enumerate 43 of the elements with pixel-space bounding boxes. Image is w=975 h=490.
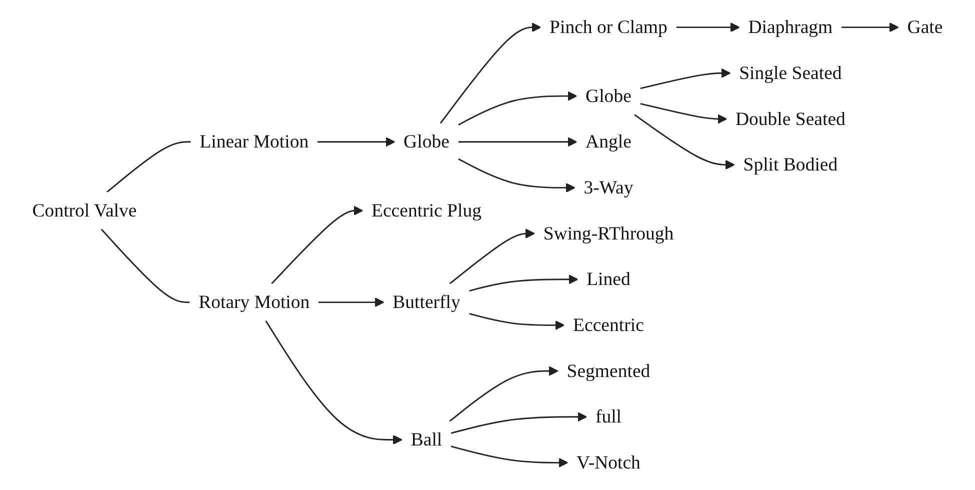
arrow bbox=[449, 366, 558, 422]
node-text: Globe bbox=[586, 85, 632, 106]
node-text: Pinch or Clamp bbox=[550, 16, 668, 38]
arrow bbox=[458, 91, 578, 126]
arrow bbox=[450, 446, 568, 468]
arrow bbox=[450, 412, 588, 434]
node-text: Double Seated bbox=[735, 108, 846, 130]
node-text: Linear Motion bbox=[200, 131, 309, 152]
arrow bbox=[440, 22, 542, 124]
connector bbox=[106, 141, 191, 193]
node-text: Split Bodied bbox=[743, 154, 838, 176]
node-text: Eccentric Plug bbox=[372, 200, 482, 221]
node-text: Rotary Motion bbox=[198, 292, 310, 312]
arrow bbox=[458, 158, 576, 193]
node-text: Diaphragm bbox=[748, 16, 833, 38]
node-text: Lined bbox=[586, 268, 630, 290]
node-text: Ball bbox=[410, 428, 442, 450]
arrow bbox=[265, 320, 402, 445]
arrow bbox=[449, 228, 535, 284]
arrow bbox=[469, 312, 565, 330]
arrow bbox=[318, 297, 384, 308]
arrow bbox=[271, 206, 364, 284]
node-text: full bbox=[595, 406, 622, 428]
arrow bbox=[640, 102, 728, 124]
arrow bbox=[640, 68, 731, 90]
node-text: Swing-RThrough bbox=[543, 222, 674, 244]
arrow bbox=[676, 22, 740, 32]
node-text: Angle bbox=[586, 131, 632, 152]
node-text: V-Notch bbox=[576, 452, 640, 473]
node-text: 3-Way bbox=[584, 176, 634, 198]
arrow bbox=[317, 137, 396, 147]
arrow bbox=[458, 137, 578, 147]
node-text: Control Valve bbox=[32, 200, 137, 221]
node-text: Eccentric bbox=[573, 314, 644, 336]
node-text: Single Seated bbox=[739, 62, 842, 84]
node-text: Globe bbox=[404, 131, 450, 152]
arrow bbox=[634, 114, 735, 170]
node-text: Butterfly bbox=[392, 292, 460, 312]
connector bbox=[100, 228, 190, 303]
arrow bbox=[842, 22, 899, 32]
node-text: Segmented bbox=[566, 360, 650, 382]
node-text: Gate bbox=[907, 16, 943, 38]
arrow bbox=[469, 274, 578, 292]
